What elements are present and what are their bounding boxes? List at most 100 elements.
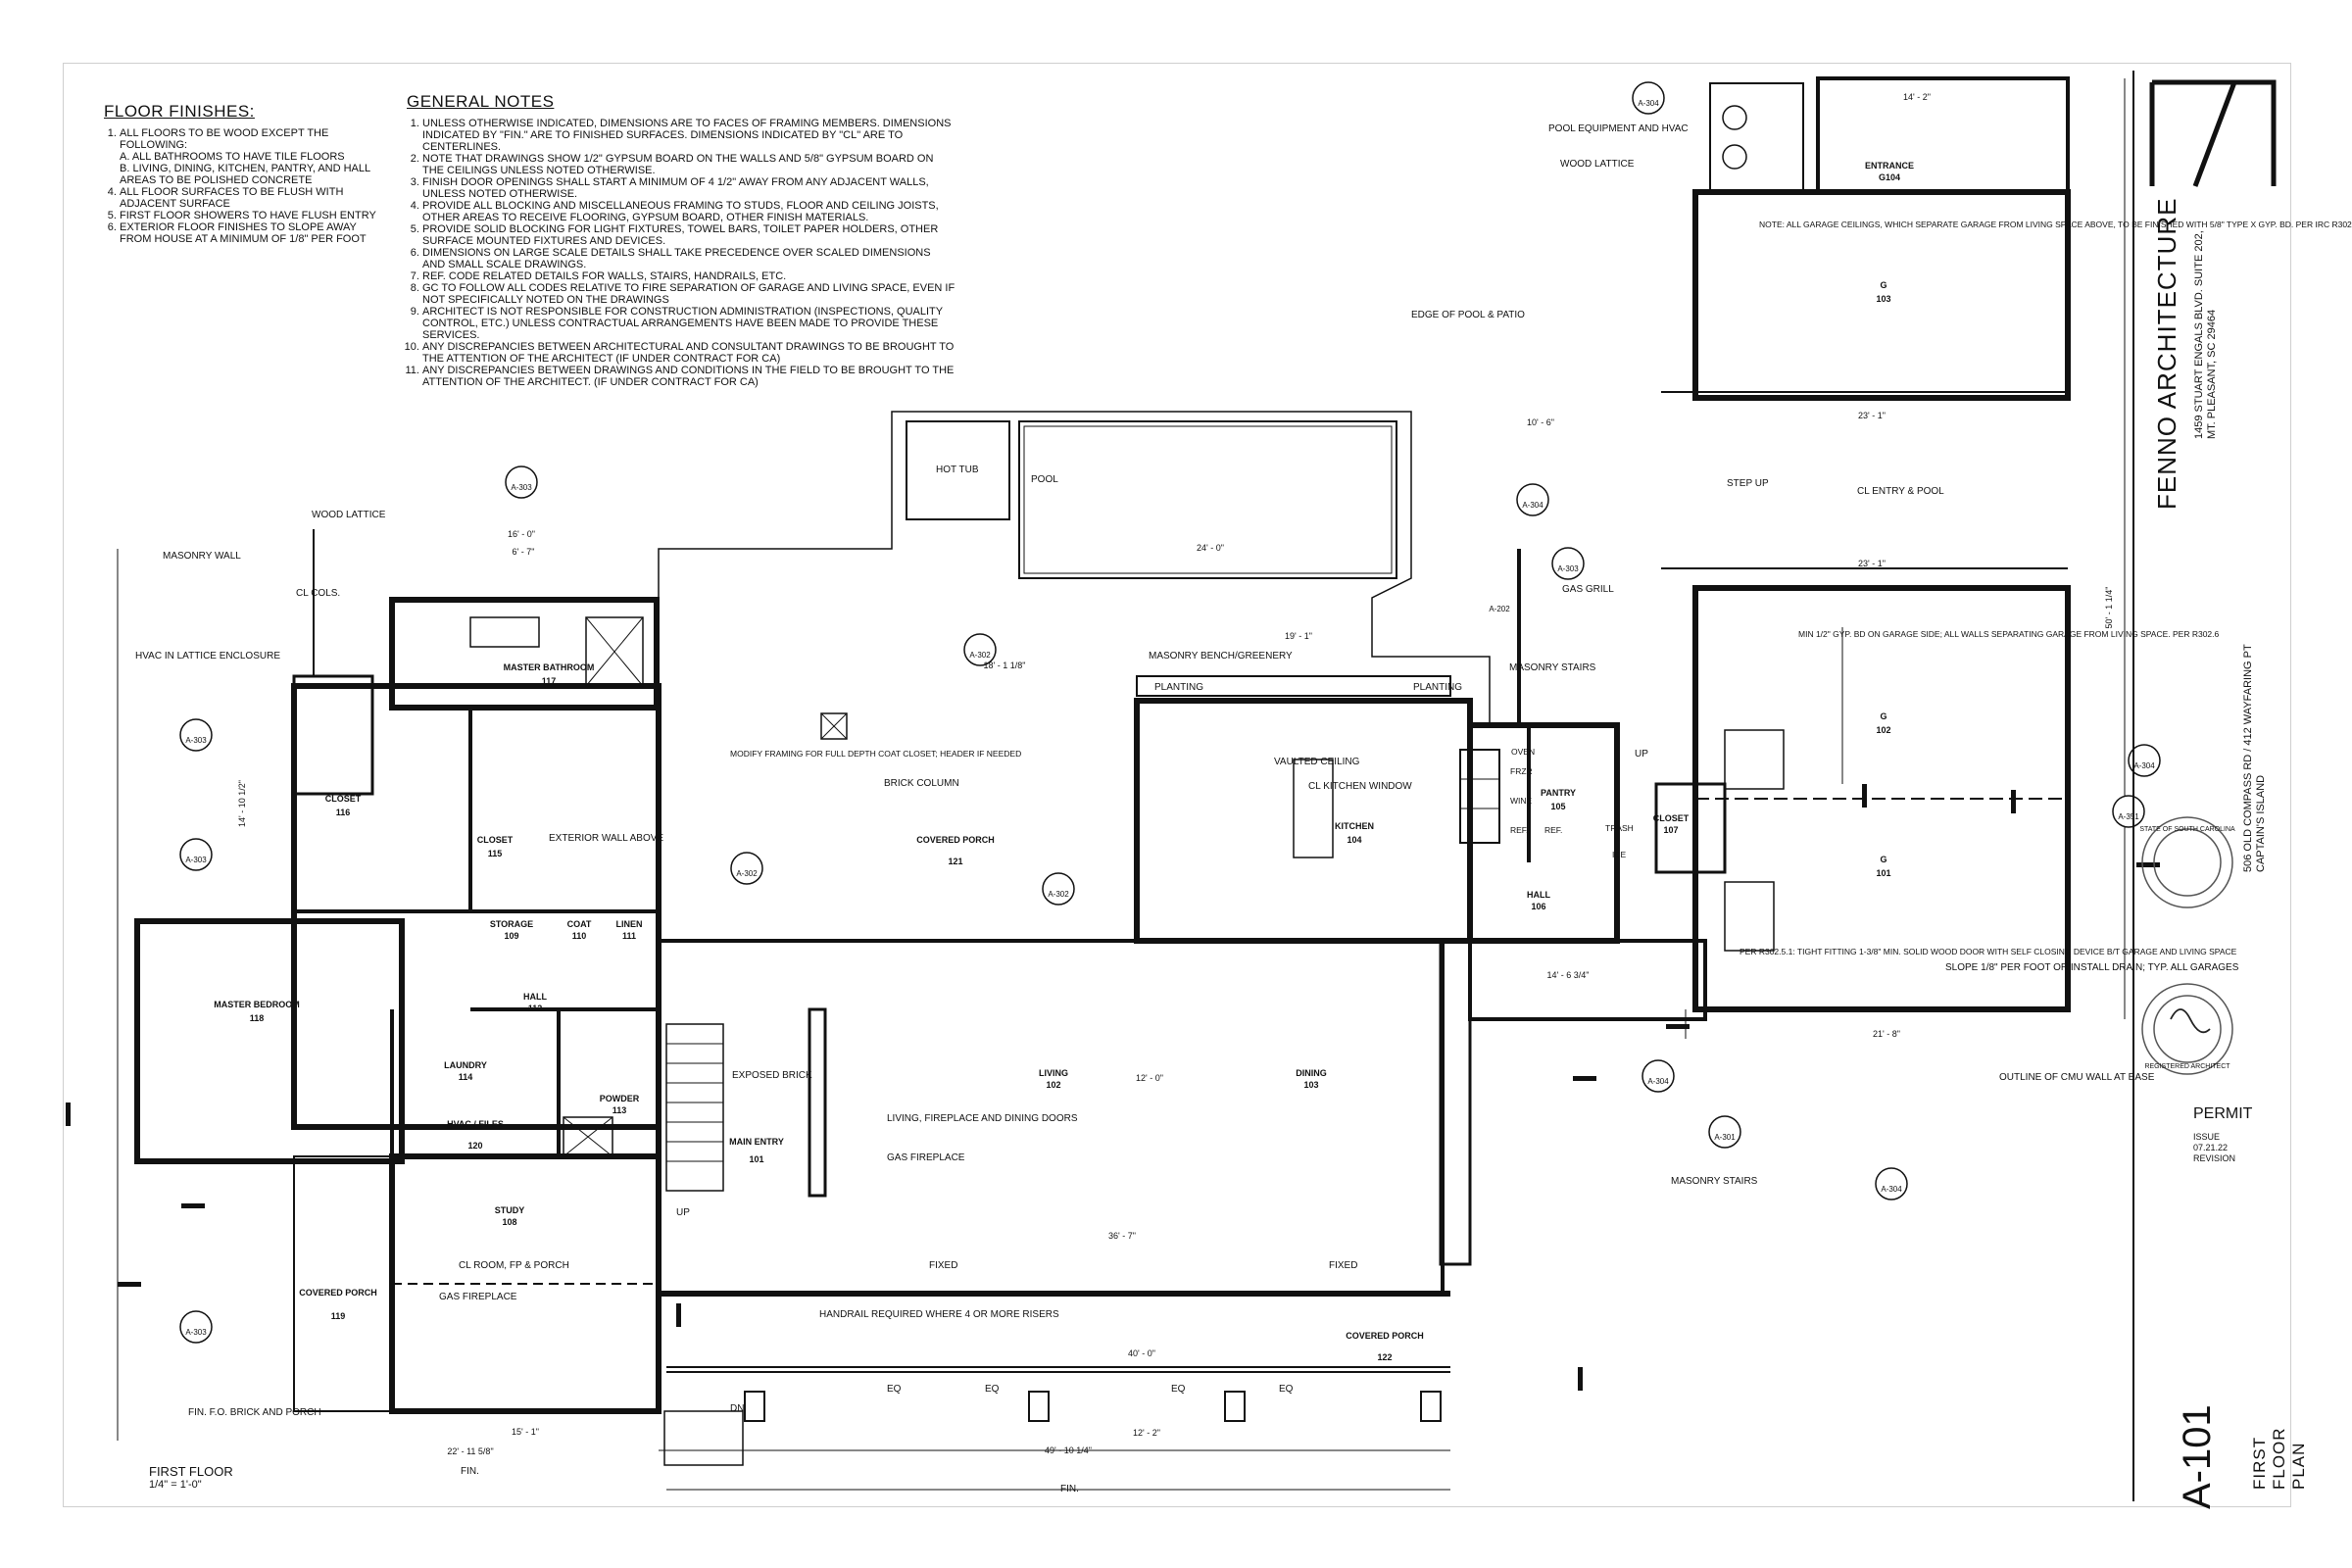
section-tag: A-303 <box>185 1328 207 1337</box>
dimension-text: 24' - 0" <box>1197 543 1224 553</box>
label-eq-1: EQ <box>887 1384 902 1395</box>
dimension-text: 6' - 7" <box>513 547 535 557</box>
section-tag: A-304 <box>1881 1185 1902 1194</box>
label-slope-note: SLOPE 1/8" PER FOOT OR INSTALL DRAIN; TY… <box>1945 962 2239 973</box>
room-closet-107: CLOSET <box>1653 813 1690 823</box>
room-hall-112: HALL <box>523 992 547 1002</box>
sheet-title: FIRST FLOOR PLAN <box>2250 1427 2308 1490</box>
hot-tub <box>906 420 1010 520</box>
dimension-text: 12' - 2" <box>1133 1428 1160 1438</box>
dimension-text: 15' - 1" <box>512 1427 539 1437</box>
sheet-number: A-101 <box>2176 1404 2219 1509</box>
dimension-text: 19' - 1" <box>1285 631 1312 641</box>
dimension-text: 21' - 8" <box>1873 1029 1900 1039</box>
general-notes: GENERAL NOTES UNLESS OTHERWISE INDICATED… <box>407 92 956 388</box>
room-porch-122-no: 122 <box>1377 1352 1392 1362</box>
room-hall-106-no: 106 <box>1531 902 1545 911</box>
drawing-sheet-border <box>63 63 2291 1507</box>
seal-text-1: STATE OF SOUTH CAROLINA <box>2139 826 2235 833</box>
label-ref-1: REF. <box>1510 825 1528 835</box>
section-tag: A-304 <box>1522 501 1544 510</box>
finish-note: A. ALL BATHROOMS TO HAVE TILE FLOORS <box>120 151 345 163</box>
label-ref-2: REF. <box>1544 825 1562 835</box>
dimension-text: 12' - 0" <box>1136 1073 1163 1083</box>
label-hot-tub: HOT TUB <box>936 465 979 475</box>
pool-equipment <box>1709 82 1804 192</box>
project-address: 506 OLD COMPASS RD / 412 WAYFARING PT <box>2242 644 2254 872</box>
room-entrance-no: G104 <box>1879 172 1900 182</box>
dimension-text: 16' - 0" <box>508 529 535 539</box>
room-closet-116: CLOSET <box>325 794 362 804</box>
general-note: ANY DISCREPANCIES BETWEEN ARCHITECTURAL … <box>422 341 956 365</box>
dimension-text: 14' - 2" <box>1903 92 1931 102</box>
room-garage-101-no: 101 <box>1876 868 1890 878</box>
room-dining: DINING <box>1296 1068 1327 1078</box>
porch-119-outline <box>293 1155 393 1412</box>
room-garage-101: G <box>1880 855 1886 864</box>
label-fin-2: FIN. <box>1060 1484 1079 1494</box>
dimension-text: 18' - 1 1/8" <box>984 661 1026 670</box>
dimension-text: 22' - 11 5/8" <box>447 1446 493 1456</box>
room-hall-112-no: 112 <box>528 1004 543 1013</box>
master-bedroom-walls <box>134 918 405 1164</box>
label-eq-3: EQ <box>1171 1384 1186 1395</box>
label-wood-lattice: WOOD LATTICE <box>312 510 386 520</box>
firm-logo <box>2149 79 2277 187</box>
fireplace-brick <box>808 1007 827 1198</box>
label-cl-kitchen: CL KITCHEN WINDOW <box>1308 781 1412 792</box>
section-tag: A-302 <box>969 651 991 660</box>
brick-column <box>820 712 848 740</box>
room-coat-no: 110 <box>572 931 587 941</box>
label-masonry-stairs: MASONRY STAIRS <box>1509 662 1596 673</box>
label-cl-room-fp: CL ROOM, FP & PORCH <box>459 1260 569 1271</box>
general-note: FINISH DOOR OPENINGS SHALL START A MINIM… <box>422 176 956 200</box>
label-living-fireplace: LIVING, FIREPLACE AND DINING DOORS <box>887 1113 1078 1124</box>
firm-address-line-2: MT. PLEASANT, SC 29464 <box>2206 309 2218 439</box>
label-exterior-wall: EXTERIOR WALL ABOVE <box>549 833 663 844</box>
dimension-text: 14' - 10 1/2" <box>237 780 247 827</box>
general-notes-heading: GENERAL NOTES <box>407 92 555 111</box>
label-masonry-wall: MASONRY WALL <box>163 551 241 562</box>
room-linen: LINEN <box>616 919 643 929</box>
label-eq-4: EQ <box>1279 1384 1294 1395</box>
room-hvac: HVAC / FILES <box>447 1119 504 1129</box>
hvac-enclosure <box>292 674 374 796</box>
section-tag: A-304 <box>1638 99 1659 108</box>
general-note: ARCHITECT IS NOT RESPONSIBLE FOR CONSTRU… <box>422 306 956 341</box>
room-main-entry: MAIN ENTRY <box>729 1137 784 1147</box>
room-master-bedroom: MASTER BEDROOM <box>214 1000 300 1009</box>
label-gas-fireplace: GAS FIREPLACE <box>887 1152 965 1163</box>
issue-date: 07.21.22 <box>2193 1143 2229 1152</box>
label-planting-1: PLANTING <box>1154 682 1203 693</box>
label-trash: TRASH <box>1605 823 1634 833</box>
label-fixed-1: FIXED <box>929 1260 957 1271</box>
firm-address-line-1: 1459 STUART ENGALS BLVD. SUITE 202, <box>2193 230 2205 439</box>
room-garage-103-no: 103 <box>1876 294 1890 304</box>
firm-name: FENNO ARCHITECTURE <box>2152 197 2181 510</box>
main-stair <box>665 1023 724 1192</box>
revision-label: REVISION <box>2193 1153 2236 1163</box>
label-cl-cols: CL COLS. <box>296 588 340 599</box>
label-fin-fo: FIN. F.O. BRICK AND PORCH <box>188 1407 321 1418</box>
room-study-no: 108 <box>502 1217 516 1227</box>
room-closet-116-no: 116 <box>336 808 351 817</box>
label-fin-1: FIN. <box>461 1466 479 1477</box>
label-fixed-2: FIXED <box>1329 1260 1357 1271</box>
room-master-bath: MASTER BATHROOM <box>504 662 595 672</box>
section-tag: A-303 <box>185 856 207 864</box>
room-porch-122: COVERED PORCH <box>1346 1331 1424 1341</box>
general-notes-list: UNLESS OTHERWISE INDICATED, DIMENSIONS A… <box>407 118 956 388</box>
drawing-caption: FIRST FLOOR 1/4" = 1'-0" <box>149 1464 233 1491</box>
general-note: NOTE THAT DRAWINGS SHOW 1/2" GYPSUM BOAR… <box>422 153 956 176</box>
floor-finishes-heading: FLOOR FINISHES: <box>104 102 255 121</box>
label-gas-fireplace-2: GAS FIREPLACE <box>439 1292 517 1302</box>
label-pool: POOL <box>1031 474 1058 485</box>
general-note: DIMENSIONS ON LARGE SCALE DETAILS SHALL … <box>422 247 956 270</box>
room-storage: STORAGE <box>490 919 533 929</box>
room-porch-119: COVERED PORCH <box>299 1288 377 1298</box>
status-badge: PERMIT <box>2193 1105 2253 1122</box>
room-porch-119-no: 119 <box>331 1311 346 1321</box>
project-location: CAPTAIN'S ISLAND <box>2255 774 2267 872</box>
room-coat: COAT <box>567 919 592 929</box>
